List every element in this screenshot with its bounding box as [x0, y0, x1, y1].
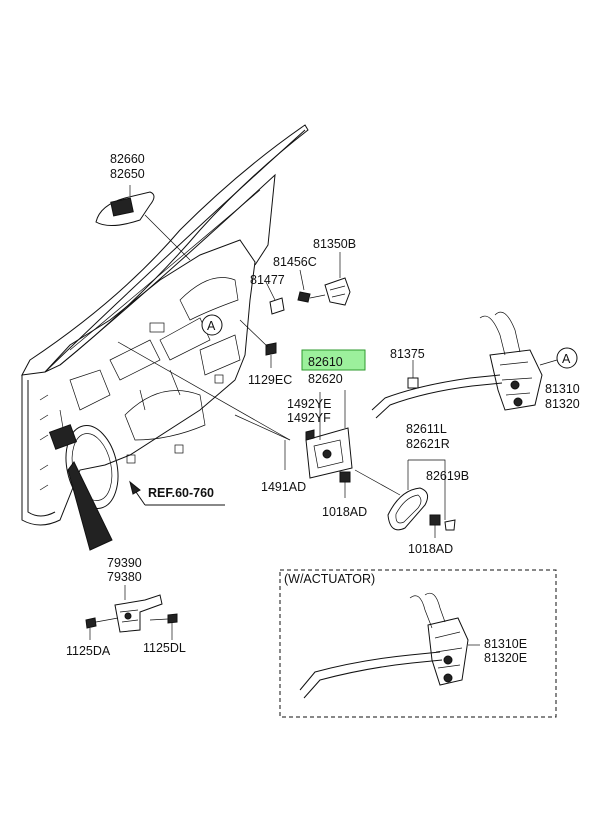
label-81310E: 81310E: [484, 637, 527, 651]
label-79380: 79380: [107, 570, 142, 584]
label-ref: REF.60-760: [148, 486, 214, 500]
label-81456C: 81456C: [273, 255, 317, 269]
label-1492YF: 1492YF: [287, 411, 331, 425]
label-81350B: 81350B: [313, 237, 356, 251]
label-82660: 82660: [110, 152, 145, 166]
label-81320: 81320: [545, 397, 580, 411]
label-1492YE: 1492YE: [287, 397, 331, 411]
label-81477: 81477: [250, 273, 285, 287]
label-circle-a-right: A: [562, 352, 571, 366]
label-1491AD: 1491AD: [261, 480, 306, 494]
bracket-81477: [201, 281, 285, 368]
label-82619B: 82619B: [426, 469, 469, 483]
ref-arrow: [129, 480, 225, 506]
label-81320E: 81320E: [484, 651, 527, 665]
label-circle-a-left: A: [207, 319, 216, 333]
label-82650: 82650: [110, 167, 145, 181]
door-panel: [21, 124, 309, 551]
label-81310: 81310: [545, 382, 580, 396]
door-latch: [371, 311, 578, 419]
label-81375: 81375: [390, 347, 425, 361]
inside-handle-assembly: [117, 341, 401, 498]
label-actuator-title: (W/ACTUATOR): [284, 572, 375, 586]
label-82621R: 82621R: [406, 437, 450, 451]
striker-81350B: [297, 252, 351, 306]
label-79390: 79390: [107, 556, 142, 570]
actuator-box: [279, 569, 557, 718]
outside-handle: [95, 185, 191, 261]
label-1018AD-2: 1018AD: [408, 542, 453, 556]
label-1018AD-1: 1018AD: [322, 505, 367, 519]
door-checker: [85, 585, 178, 640]
highlight-82610: [301, 349, 366, 371]
label-82620: 82620: [308, 372, 343, 386]
handle-bezel: [387, 459, 456, 538]
label-82611L: 82611L: [406, 422, 447, 436]
label-1125DL: 1125DL: [143, 641, 186, 655]
label-1129EC: 1129EC: [248, 373, 292, 387]
label-82610: 82610: [308, 355, 343, 369]
label-1125DA: 1125DA: [66, 644, 111, 658]
